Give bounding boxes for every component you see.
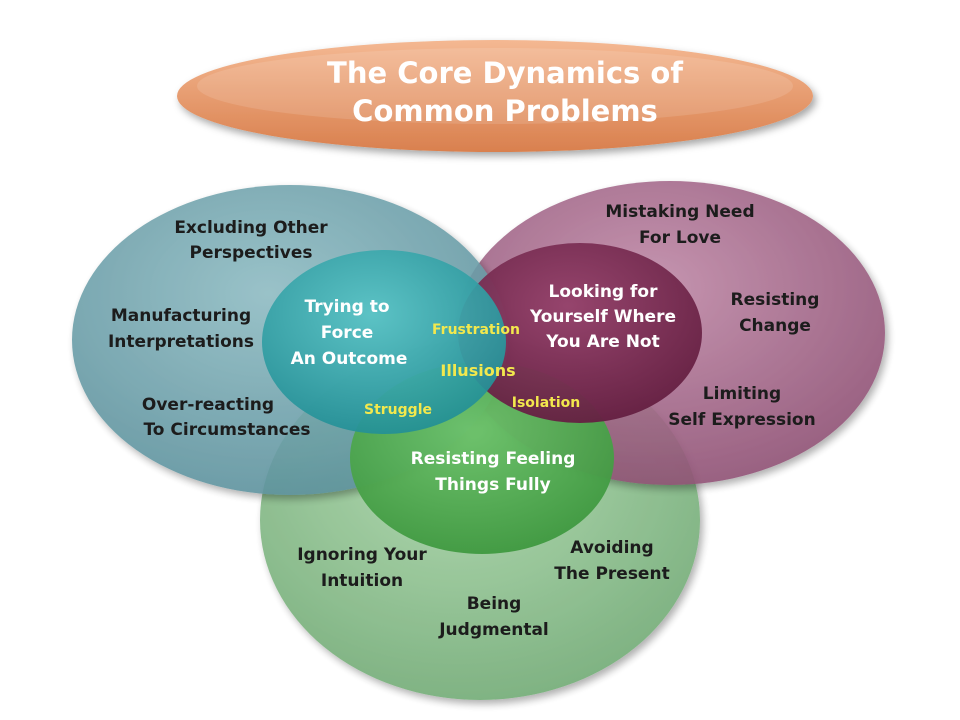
overlap-isolation: Isolation: [512, 395, 580, 411]
teal-outer-labels: Excluding Other Perspectives Manufacturi…: [108, 218, 328, 440]
purple-item-2-l2: Change: [739, 316, 811, 336]
inner-purple-circle: [458, 243, 702, 423]
green-item-2-l1: Being: [467, 594, 522, 614]
purple-item-1-l2: For Love: [639, 228, 721, 248]
title-banner: The Core Dynamics of Common Problems: [177, 40, 813, 152]
teal-item-1-l2: Perspectives: [190, 243, 313, 263]
title-line-2: Common Problems: [352, 94, 658, 128]
teal-item-3-l2: To Circumstances: [143, 420, 310, 440]
purple-item-3-l2: Self Expression: [668, 410, 815, 430]
inner-green-l2: Things Fully: [435, 475, 550, 495]
purple-item-1-l1: Mistaking Need: [605, 202, 754, 222]
green-outer-labels: Ignoring Your Intuition Being Judgmental…: [297, 538, 670, 640]
green-item-3-l1: Avoiding: [570, 538, 653, 558]
teal-item-2-l2: Interpretations: [108, 332, 254, 352]
teal-item-1-l1: Excluding Other: [174, 218, 328, 238]
inner-purple-l2: Yourself Where: [529, 307, 676, 327]
teal-item-2-l1: Manufacturing: [111, 306, 251, 326]
inner-purple-l3: You Are Not: [545, 332, 659, 352]
inner-teal-circle: [262, 250, 506, 434]
overlap-illusions: Illusions: [440, 361, 515, 380]
inner-purple-label: Looking for Yourself Where You Are Not: [529, 282, 676, 352]
purple-item-3-l1: Limiting: [703, 384, 781, 404]
green-item-3-l2: The Present: [554, 564, 669, 584]
inner-teal-l2: Force: [321, 323, 374, 343]
overlap-struggle: Struggle: [364, 402, 432, 418]
overlap-frustration: Frustration: [432, 322, 520, 338]
green-item-2-l2: Judgmental: [438, 620, 549, 640]
purple-outer-labels: Mistaking Need For Love Resisting Change…: [605, 202, 819, 430]
purple-item-2-l1: Resisting: [731, 290, 820, 310]
inner-green-label: Resisting Feeling Things Fully: [411, 449, 576, 495]
inner-green-l1: Resisting Feeling: [411, 449, 576, 469]
inner-teal-label: Trying to Force An Outcome: [291, 297, 408, 369]
inner-teal-l1: Trying to: [304, 297, 389, 317]
title-line-1: The Core Dynamics of: [327, 56, 683, 90]
inner-teal-l3: An Outcome: [291, 349, 408, 369]
green-item-1-l2: Intuition: [321, 571, 403, 591]
inner-purple-l1: Looking for: [549, 282, 659, 302]
teal-item-3-l1: Over-reacting: [142, 395, 274, 415]
green-item-1-l1: Ignoring Your: [297, 545, 427, 565]
